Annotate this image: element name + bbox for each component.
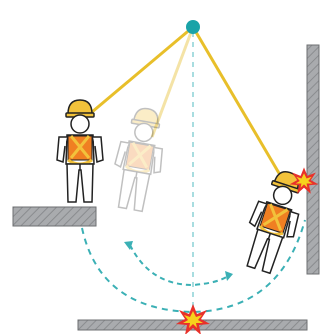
lanyard-impact: [193, 27, 283, 180]
swing-arrow-right-icon: [225, 271, 233, 281]
wall-structure: [307, 45, 319, 274]
worker-mid-swing: [108, 105, 171, 213]
anchor-point-icon: [186, 20, 200, 34]
swing-direction-arc: [130, 245, 228, 285]
ledge-platform: [13, 207, 96, 226]
worker-standing-on-ledge: [57, 100, 103, 202]
